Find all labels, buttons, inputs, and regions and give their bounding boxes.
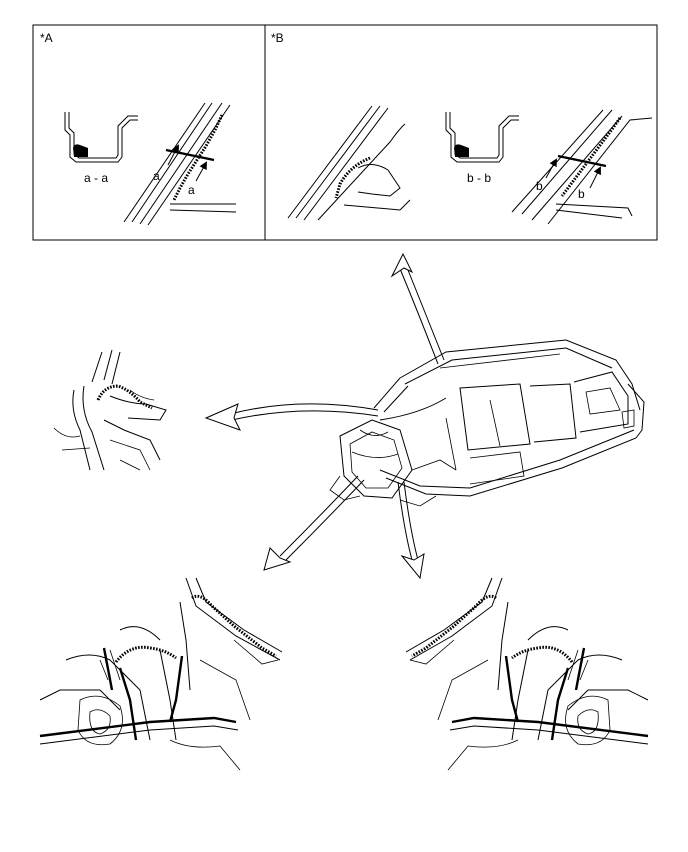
detail-panel-b: *B b - b bbox=[264, 24, 658, 241]
vehicle-body-shell bbox=[329, 339, 645, 507]
detail-panel-a: *A a - a a a bbox=[32, 24, 266, 241]
pillar-view-a: a a bbox=[123, 102, 237, 226]
cut-mark-b-left: b bbox=[536, 179, 543, 193]
pillar-view-b: b b bbox=[511, 109, 653, 225]
arrow-to-details bbox=[403, 259, 445, 361]
section-label-b: b - b bbox=[467, 171, 491, 185]
sealer-line-a bbox=[172, 114, 224, 201]
sealer-line-b-upper bbox=[334, 156, 371, 199]
sealer-line-strut-left bbox=[114, 645, 177, 663]
engine-bay-view-left bbox=[39, 577, 283, 771]
sealer-bead-section-a bbox=[73, 144, 88, 157]
cross-section-b-b: b - b bbox=[445, 112, 519, 185]
cut-mark-a-left: a bbox=[153, 169, 160, 183]
sealer-line-left-view bbox=[96, 384, 153, 410]
callout-b-label: *B bbox=[271, 31, 284, 45]
sealer-line-strut-right bbox=[511, 645, 574, 663]
callout-arrows bbox=[204, 252, 445, 580]
callout-a-label: *A bbox=[40, 31, 53, 45]
engine-bay-view-right bbox=[405, 577, 649, 771]
arrow-to-bottom-left bbox=[279, 475, 359, 557]
cut-mark-b-right: b bbox=[578, 187, 585, 201]
section-label-a: a - a bbox=[84, 171, 108, 185]
front-strut-view-left bbox=[53, 349, 167, 471]
cut-mark-a-right: a bbox=[188, 183, 195, 197]
arrow-to-bottom-right bbox=[397, 481, 413, 561]
sealer-bead-section-b bbox=[454, 144, 469, 157]
arrow-to-left-view bbox=[229, 403, 379, 415]
cross-section-a-a: a - a bbox=[64, 112, 138, 185]
sealer-line-upper-right bbox=[411, 594, 497, 658]
sealer-line-upper-left bbox=[191, 594, 277, 658]
pillar-base-view bbox=[287, 105, 411, 221]
